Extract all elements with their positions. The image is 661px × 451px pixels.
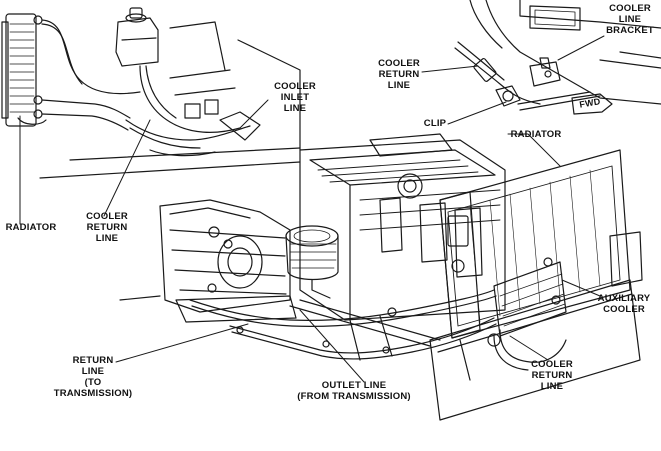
label-line: LINE <box>618 14 642 25</box>
label-line: (TO <box>84 377 102 388</box>
label-line: RADIATOR <box>510 129 562 140</box>
label-line: CLIP <box>423 118 447 129</box>
label-line: RETURN <box>531 370 573 381</box>
label-clip: CLIP <box>420 118 450 129</box>
label-line: TRANSMISSION) <box>53 388 133 399</box>
label-cooler-return-line-left: COOLER RETURN LINE <box>82 211 132 244</box>
label-auxiliary-cooler: AUXILIARY COOLER <box>590 293 658 315</box>
label-line: LINE <box>81 366 105 377</box>
label-line: COOLER <box>274 81 316 92</box>
label-line: AUXILIARY <box>597 293 651 304</box>
label-line: RETURN <box>378 69 420 80</box>
label-line: COOLER <box>609 3 651 14</box>
label-cooler-line-bracket: COOLER LINE BRACKET <box>602 3 658 36</box>
label-line: INLET <box>280 92 310 103</box>
label-line: LINE <box>283 103 307 114</box>
label-outlet-line: OUTLET LINE (FROM TRANSMISSION) <box>292 380 416 402</box>
label-line: LINE <box>387 80 411 91</box>
leader-lines <box>19 35 605 383</box>
label-line: COOLER <box>86 211 128 222</box>
label-radiator-left: RADIATOR <box>0 222 62 233</box>
label-line: LINE <box>95 233 119 244</box>
label-return-line-to-transmission: RETURN LINE (TO TRANSMISSION) <box>50 355 136 399</box>
main-assembly-drawing <box>119 133 643 421</box>
label-radiator-right: RADIATOR <box>506 129 566 140</box>
label-line: RETURN <box>72 355 114 366</box>
label-line: COOLER <box>531 359 573 370</box>
label-line: (FROM TRANSMISSION) <box>297 391 411 402</box>
top-left-inset-drawing <box>1 7 301 179</box>
label-cooler-inlet-line: COOLER INLET LINE <box>270 81 320 114</box>
label-line: LINE <box>540 381 564 392</box>
label-line: BRACKET <box>606 25 654 36</box>
label-line: RETURN <box>86 222 128 233</box>
label-cooler-return-line-bottom: COOLER RETURN LINE <box>526 359 578 392</box>
top-right-inset-drawing <box>454 0 661 115</box>
label-cooler-return-line-top: COOLER RETURN LINE <box>374 58 424 91</box>
label-line: COOLER <box>603 304 645 315</box>
label-line: OUTLET LINE <box>321 380 387 391</box>
label-line: RADIATOR <box>5 222 57 233</box>
label-line: COOLER <box>378 58 420 69</box>
